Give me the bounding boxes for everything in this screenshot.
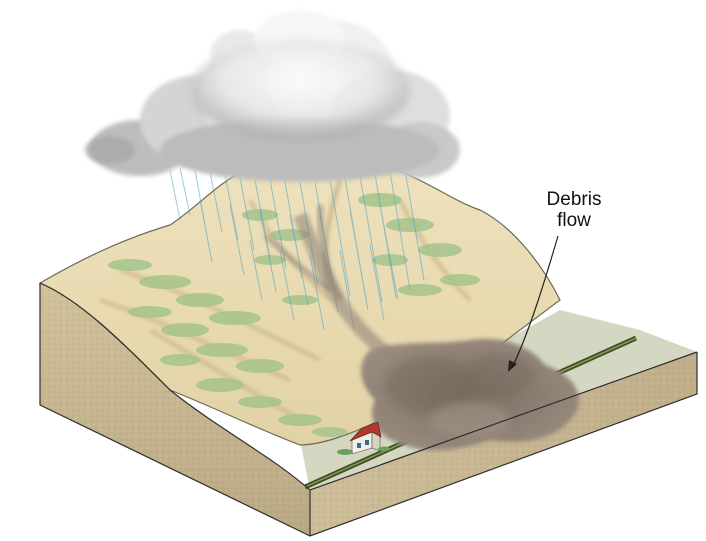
- terrain-block-edges: [39, 282, 698, 537]
- vegetation: [108, 193, 480, 437]
- terrain-block-left-side: [40, 283, 310, 536]
- label-line-2: flow: [557, 210, 591, 231]
- house-icon: [337, 421, 390, 455]
- terrain-block-front-side: [310, 352, 697, 536]
- debris-flow-label: Debris flow: [547, 189, 602, 231]
- debris-channel: [263, 204, 400, 366]
- arrow-icon: [508, 235, 559, 372]
- rain-cloud-icon: [85, 10, 460, 182]
- label-line-1: Debris: [547, 189, 602, 210]
- debris-flow-mass: [360, 338, 580, 451]
